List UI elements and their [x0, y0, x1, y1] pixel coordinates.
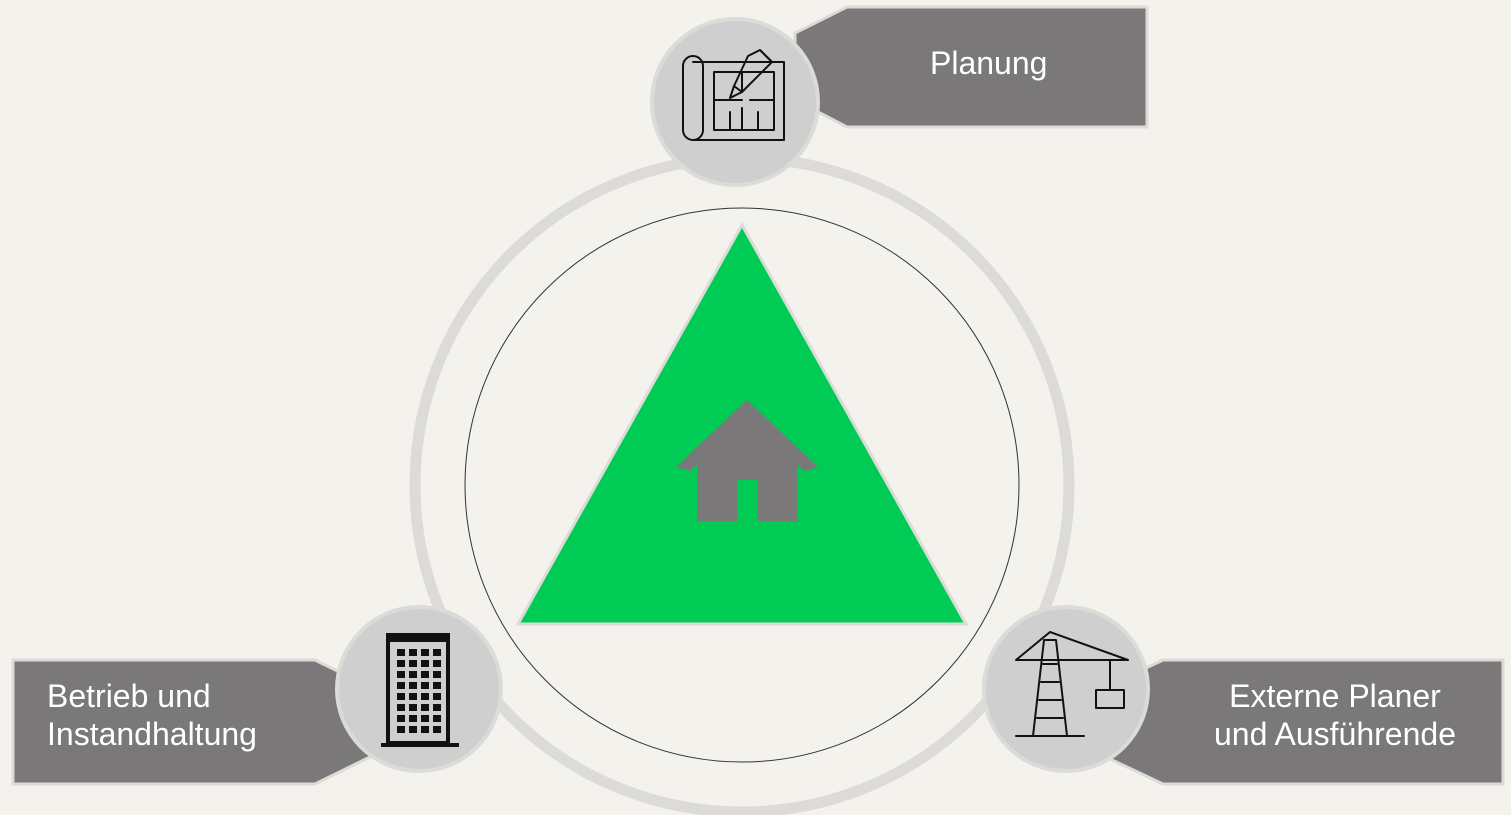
inner-circle — [464, 207, 1020, 763]
label-extern-line2: und Ausführende — [1214, 716, 1456, 753]
label-extern: Externe Planer und Ausführende — [1180, 677, 1490, 754]
label-betrieb: Betrieb und Instandhaltung — [47, 677, 257, 754]
label-betrieb-line2: Instandhaltung — [47, 716, 257, 753]
house-icon — [676, 400, 818, 521]
node-circle-extern — [982, 605, 1150, 773]
construction-crane-icon — [1015, 631, 1129, 737]
label-extern-line1: Externe Planer — [1229, 678, 1441, 714]
node-circle-betrieb — [335, 605, 503, 773]
blueprint-pencil-icon — [682, 49, 785, 141]
office-building-icon — [381, 633, 459, 747]
node-circle-planung — [650, 17, 820, 187]
label-betrieb-line1: Betrieb und — [47, 678, 211, 714]
label-box-planung — [793, 5, 1149, 129]
label-planung-text: Planung — [930, 45, 1048, 81]
label-planung: Planung — [930, 44, 1047, 82]
